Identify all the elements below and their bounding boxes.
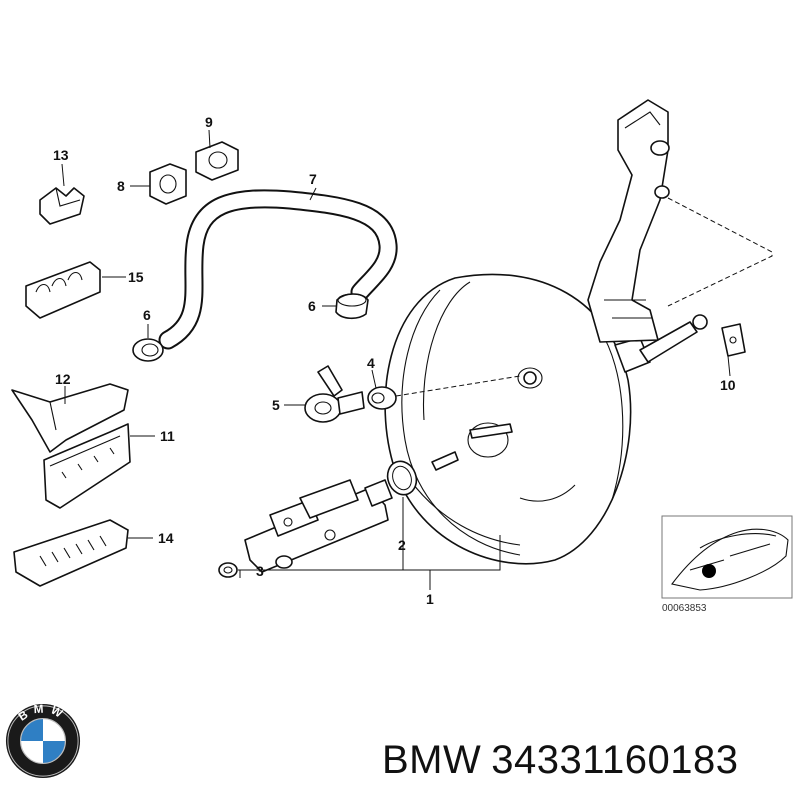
callout-11: 11 [160,428,175,444]
part-10-clip [721,323,746,357]
callout-6-left: 6 [143,307,151,323]
car-location-inset: 00063853 [661,515,793,614]
part-8-grommet [149,163,187,205]
callout-12: 12 [55,371,71,387]
callout-13: 13 [53,147,69,163]
location-marker [702,564,716,578]
brand-name: BMW [382,738,482,782]
callouts: 1 2 3 4 5 6 6 7 8 9 10 11 12 13 14 15 [53,114,736,607]
part-4-grommet [367,375,521,410]
hose-clamp-left [132,338,164,362]
leader-lines [61,129,731,590]
bmw-logo: BMW [5,702,81,779]
callout-5: 5 [272,397,280,413]
part-11-cover [43,423,131,509]
callout-3: 3 [256,563,264,579]
part-3-nut [218,562,238,578]
callout-2: 2 [398,537,406,553]
part-12-bracket [11,383,129,453]
part-9-grommet [195,141,239,181]
callout-4: 4 [367,355,375,371]
part-15-holder [25,261,101,319]
part-13 [39,187,85,225]
brake-booster [384,273,708,565]
callout-8: 8 [117,178,125,194]
part-14-grille [13,519,129,587]
callout-7: 7 [309,171,317,187]
brake-pedal [587,99,773,343]
callout-15: 15 [128,269,144,285]
master-cylinder [244,479,393,573]
callout-9: 9 [205,114,213,130]
part-5-elbow [304,365,365,423]
hose-clamp-right [335,293,369,320]
reference-number: 00063853 [662,603,707,614]
callout-14: 14 [158,530,174,546]
vacuum-hose [158,189,398,350]
part-2-seal-ring [386,460,418,496]
callout-6-right: 6 [308,298,316,314]
callout-10: 10 [720,377,736,393]
part-number: 34331160183 [491,738,739,782]
callout-1: 1 [426,591,434,607]
